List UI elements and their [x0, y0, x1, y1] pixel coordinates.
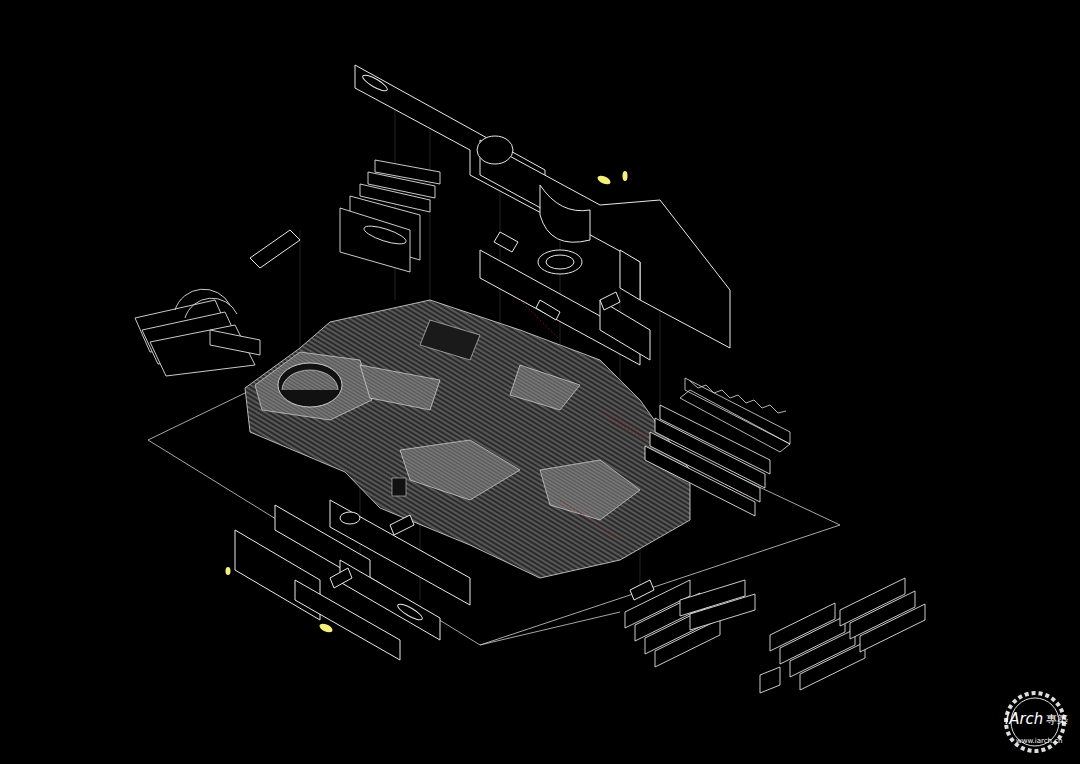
fin-group — [645, 405, 770, 516]
watermark-text: iArch — [1005, 712, 1043, 727]
watermark-text: www.iarch.cn — [1016, 738, 1063, 745]
watermark-text: 專築 — [1046, 714, 1068, 725]
red-guides — [520, 300, 750, 540]
elevation-panels — [235, 500, 654, 660]
light-ellipse — [226, 171, 628, 634]
fin-group — [625, 578, 925, 693]
